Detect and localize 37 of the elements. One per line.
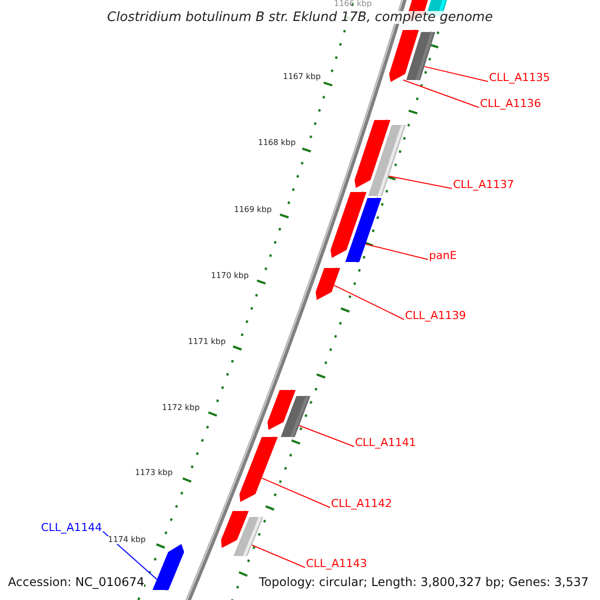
gene-feature xyxy=(316,268,340,300)
gene-label: CLL_A1139 xyxy=(405,310,466,321)
info-text: Accession: NC_010674 xyxy=(8,576,144,588)
leader-line xyxy=(334,284,404,320)
tick-label: 1172 kbp xyxy=(162,404,200,412)
gene-feature xyxy=(368,124,406,196)
gene-feature xyxy=(345,198,382,262)
gene-feature xyxy=(239,436,278,502)
tick-label: 1171 kbp xyxy=(188,338,226,346)
leader-line xyxy=(424,66,488,82)
gene-feature xyxy=(280,395,310,438)
leader-line xyxy=(365,244,428,260)
gene-feature xyxy=(406,32,436,80)
tick-label: 1170 kbp xyxy=(211,272,249,280)
gene-label: CLL_A1137 xyxy=(453,179,514,190)
tick-label: 1169 kbp xyxy=(234,206,272,214)
leader-line xyxy=(402,80,480,108)
tick-label: 1166 kbp xyxy=(334,0,372,8)
gene-label: CLL_A1144 xyxy=(41,522,102,533)
leader-line xyxy=(261,478,330,508)
info-text: Topology: circular; Length: 3,800,327 bp; Genes: 3,537 xyxy=(259,576,589,588)
tick-label: 1168 kbp xyxy=(258,139,296,147)
tick-label: 1173 kbp xyxy=(135,469,173,477)
gene-label: panE xyxy=(429,250,457,261)
gene-feature xyxy=(152,544,184,591)
gene-feature xyxy=(234,516,264,557)
gene-label: CLL_A1136 xyxy=(480,98,541,109)
gene-label: CLL_A1141 xyxy=(355,437,416,448)
leader-line xyxy=(298,425,354,447)
leader-line xyxy=(251,544,306,568)
gene-label: CLL_A1143 xyxy=(306,558,367,569)
gene-label: CLL_A1142 xyxy=(331,498,392,509)
tick-label: 1167 kbp xyxy=(283,73,321,81)
leader-line xyxy=(102,531,158,580)
leader-line xyxy=(388,176,452,189)
tick-label: 1174 kbp xyxy=(108,536,146,544)
gene-label: CLL_A1135 xyxy=(489,72,550,83)
